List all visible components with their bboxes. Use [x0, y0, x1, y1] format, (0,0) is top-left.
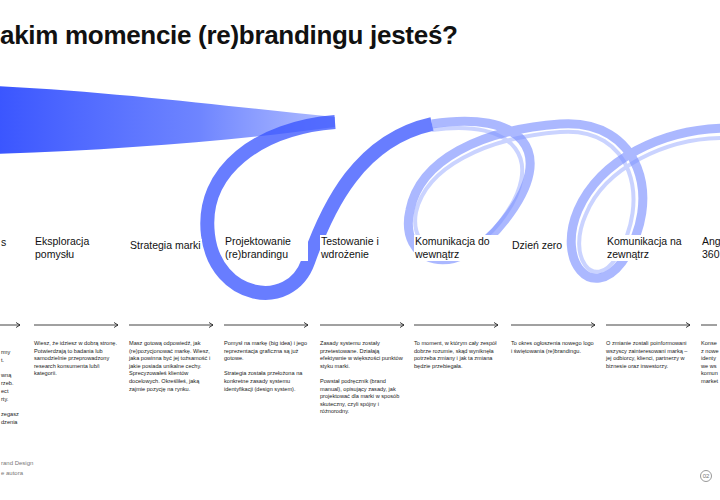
stage-description: Zasady systemu zostały przetestowane. Dz… [320, 340, 404, 370]
timeline-arrowhead [494, 323, 498, 328]
stage-description: Powstał podręcznik (brand manual), opisu… [320, 378, 404, 416]
text-fragment: dzenia [1, 419, 17, 425]
slide-title: akim momencie (re)brandingu jesteś? [0, 20, 458, 51]
text-fragment: zegasz [1, 411, 19, 417]
page-number: 02 [700, 470, 712, 482]
stage-heading: Eksploracja pomysłu [34, 235, 118, 261]
timeline-arrowhead [114, 323, 118, 328]
text-fragment: rty. [1, 396, 8, 402]
stage-column: Testowanie i wdrożenieZasady systemu zos… [320, 235, 404, 262]
stage-column: Eksploracja pomysłuWiesz, że idziesz w d… [34, 235, 118, 262]
stage-description: O zmianie zostali poinformowani wszyscy … [606, 340, 690, 370]
timeline-line [129, 325, 213, 326]
timeline-line [320, 325, 404, 326]
text-fragment: ect [1, 388, 8, 394]
stage-heading: Komunikacja na zewnątrz [606, 235, 690, 261]
timeline-line [701, 325, 717, 326]
stage-description: Strategia została przełożona na konkretn… [224, 370, 308, 393]
stage-heading: Dzień zero [511, 239, 563, 252]
stage-heading: Komunikacja do wewnątrz [414, 235, 498, 261]
timeline-arrowhead [686, 323, 690, 328]
timeline-line [511, 325, 595, 326]
stage-column: Dzień zeroTo okres ogłoszenia nowego log… [511, 235, 595, 253]
stage-column: Komunikacja na zewnątrzO zmianie zostali… [606, 235, 690, 262]
stage-description: To okres ogłoszenia nowego logo i święto… [511, 340, 595, 355]
stage-heading: Testowanie i wdrożenie [320, 235, 404, 261]
footer-credit: e autora [1, 470, 23, 476]
stage-column: Projektowanie (re)brandinguPomysł na mar… [224, 235, 308, 262]
text-fragment: t. [1, 357, 4, 363]
footer-credit: rand Design [1, 460, 33, 466]
stage-description: Pomysł na markę (big idea) i jego reprez… [224, 340, 308, 363]
text-fragment: rmy [1, 349, 10, 355]
timeline-line [0, 323, 20, 328]
stage-heading: Strategia marki [129, 239, 202, 252]
stage-description: Konse z nowe identy we ws komun market [701, 340, 719, 386]
timeline-line [414, 325, 498, 326]
stage-heading: Ang 360 [701, 235, 720, 261]
timeline-arrowhead [209, 323, 213, 328]
stage-description: To moment, w którym cały zespół dobrze r… [414, 340, 498, 370]
stage-column: Ang 360Konse z nowe identy we ws komun m… [701, 235, 720, 262]
text-fragment: wną [1, 372, 11, 378]
text-fragment: rzeb. [1, 380, 13, 386]
stage-column: Strategia markiMasz gotową odpowiedź, ja… [129, 235, 213, 253]
timeline-arrowhead [304, 323, 308, 328]
timeline-line [606, 325, 690, 326]
timeline-arrowhead [591, 323, 595, 328]
stage-heading: Projektowanie (re)brandingu [224, 235, 308, 261]
timeline-line [34, 325, 118, 326]
timeline-line [224, 325, 308, 326]
timeline-arrowhead [400, 323, 404, 328]
stage-heading-fragment: s [1, 236, 6, 248]
stage-column: Komunikacja do wewnątrzTo moment, w któr… [414, 235, 498, 262]
stage-description: Masz gotową odpowiedź, jak (re)pozycjono… [129, 340, 213, 393]
stage-description: Wiesz, że idziesz w dobrą stronę. Potwie… [34, 340, 118, 378]
